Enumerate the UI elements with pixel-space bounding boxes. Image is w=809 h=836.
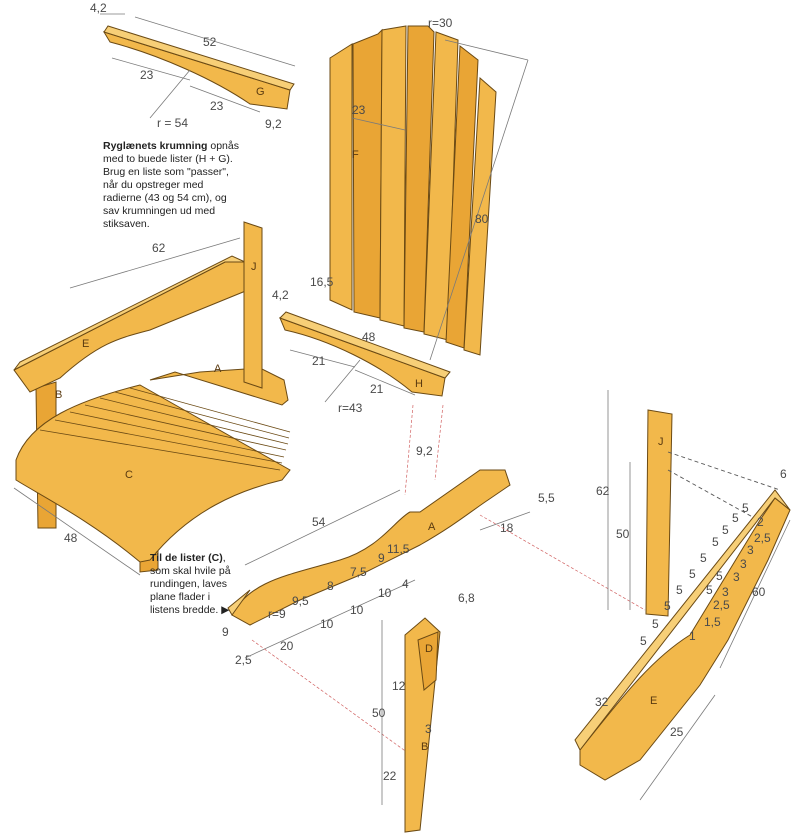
assembled-chair: 62 A E B J C 48 bbox=[13, 221, 291, 576]
dim-h-gap: 9,2 bbox=[416, 444, 433, 458]
dim-a-base: 2,5 bbox=[235, 653, 252, 667]
part-h: H 4,2 48 21 21 r=43 9,2 bbox=[272, 288, 451, 496]
label-a-detail: A bbox=[428, 521, 436, 533]
dim-chair-e: 62 bbox=[152, 241, 166, 255]
caption-back-curve: Ryglænets krumning opnås med to buede li… bbox=[103, 140, 243, 231]
label-h: H bbox=[415, 378, 423, 390]
dim-j-50: 50 bbox=[616, 527, 630, 541]
caption-seat-text: , som skal hvile på rundingen, laves pla… bbox=[150, 552, 231, 616]
dim-e-tick-12: 5 bbox=[706, 583, 713, 597]
dim-e-tick-8: 5 bbox=[722, 523, 729, 537]
dim-g-width: 9,2 bbox=[265, 117, 282, 131]
part-b: D B 6,8 50 12 3 22 bbox=[372, 591, 475, 833]
label-f: F bbox=[352, 149, 359, 161]
dim-e-tick-9: 5 bbox=[732, 511, 739, 525]
dim-e-tick-3: 5 bbox=[664, 599, 671, 613]
dim-e-tick-4: 5 bbox=[676, 583, 683, 597]
dim-e-off-3: 3 bbox=[747, 543, 754, 557]
dim-g-top: 4,2 bbox=[90, 1, 107, 15]
label-e-detail: E bbox=[650, 695, 657, 707]
dim-h-radius: r=43 bbox=[338, 401, 363, 415]
dim-e-off-8: 1,5 bbox=[704, 615, 721, 629]
dim-h-top: 4,2 bbox=[272, 288, 289, 302]
dim-a-d4: 9 bbox=[378, 551, 385, 565]
caption-seat-bold: Til de lister (C) bbox=[150, 552, 223, 564]
dim-a-length: 54 bbox=[312, 515, 326, 529]
label-b-detail: B bbox=[421, 741, 428, 753]
dim-b-50: 50 bbox=[372, 706, 386, 720]
dim-e-off-5: 3 bbox=[733, 570, 740, 584]
dim-b-top: 6,8 bbox=[458, 591, 475, 605]
dim-e-off-4: 3 bbox=[740, 557, 747, 571]
part-a: A 54 9,5 8 7,5 9 11,5 r=9 9 2,5 20 10 10… bbox=[222, 469, 646, 759]
label-j: J bbox=[251, 261, 257, 273]
part-j: J 62 50 bbox=[596, 390, 781, 617]
caption-seat-slats: Til de lister (C), som skal hvile på run… bbox=[150, 552, 234, 617]
dim-e-60: 60 bbox=[752, 585, 766, 599]
dim-a-radius: r=9 bbox=[268, 607, 286, 621]
label-j-detail: J bbox=[658, 436, 664, 448]
dim-f-height: 80 bbox=[475, 212, 489, 226]
dim-a-s4: 10 bbox=[378, 586, 392, 600]
dim-a-s3: 10 bbox=[350, 603, 364, 617]
dim-j-62: 62 bbox=[596, 484, 610, 498]
dim-g-radius: r = 54 bbox=[157, 116, 188, 130]
label-d: D bbox=[425, 643, 433, 655]
dim-e-6: 6 bbox=[780, 467, 787, 481]
label-a: A bbox=[214, 363, 222, 375]
dim-a-height: 9 bbox=[222, 625, 229, 639]
label-e: E bbox=[82, 338, 89, 350]
dim-h-right: 21 bbox=[370, 382, 384, 396]
dim-e-tick-6: 5 bbox=[700, 551, 707, 565]
dim-a-d1: 9,5 bbox=[292, 594, 309, 608]
part-e: E 6 60 32 25 5 5 5 5 5 5 5 5 5 5 5 5 2 2… bbox=[574, 467, 791, 801]
dim-a-d3: 7,5 bbox=[350, 565, 367, 579]
caption-back-bold: Ryglænets krumning bbox=[103, 140, 208, 152]
dim-f-width: 23 bbox=[352, 103, 366, 117]
dim-g-left: 23 bbox=[140, 68, 154, 82]
dim-e-off-7: 2,5 bbox=[713, 598, 730, 612]
part-g: G 4,2 52 23 23 r = 54 9,2 bbox=[90, 1, 296, 131]
dim-b-12: 12 bbox=[392, 679, 406, 693]
dim-a-d2: 8 bbox=[327, 579, 334, 593]
dim-e-off-2: 2,5 bbox=[754, 531, 771, 545]
dim-e-off-1: 2 bbox=[757, 515, 764, 529]
dim-e-off-6: 3 bbox=[722, 585, 729, 599]
dim-e-tick-1: 5 bbox=[640, 634, 647, 648]
dim-e-tick-11: 5 bbox=[716, 569, 723, 583]
dim-b-3: 3 bbox=[425, 722, 432, 736]
label-g: G bbox=[256, 86, 265, 98]
dim-a-18: 18 bbox=[500, 521, 514, 535]
dim-e-tick-7: 5 bbox=[712, 535, 719, 549]
dim-b-22: 22 bbox=[383, 769, 397, 783]
dim-e-32: 32 bbox=[595, 695, 609, 709]
dim-g-length: 52 bbox=[203, 35, 217, 49]
dim-g-right: 23 bbox=[210, 99, 224, 113]
dim-e-off-9: 1 bbox=[689, 629, 696, 643]
dim-a-s2: 10 bbox=[320, 617, 334, 631]
dim-e-tick-5: 5 bbox=[689, 567, 696, 581]
caption-back-text: opnås med to buede lister (H + G). Brug … bbox=[103, 140, 239, 230]
dim-a-d5: 11,5 bbox=[387, 542, 410, 556]
dim-a-end: 5,5 bbox=[538, 491, 555, 505]
label-b: B bbox=[55, 389, 62, 401]
dim-chair-c: 48 bbox=[64, 531, 78, 545]
dim-f-slat: 16,5 bbox=[310, 275, 334, 289]
dim-h-left: 21 bbox=[312, 354, 326, 368]
label-c: C bbox=[125, 469, 133, 481]
dim-a-s5: 4 bbox=[402, 577, 409, 591]
dim-e-25: 25 bbox=[670, 725, 684, 739]
dim-f-radius: r=30 bbox=[428, 16, 453, 30]
dim-e-tick-10: 5 bbox=[742, 501, 749, 515]
dim-e-tick-2: 5 bbox=[652, 617, 659, 631]
dim-a-s1: 20 bbox=[280, 639, 294, 653]
dim-h-length: 48 bbox=[362, 330, 376, 344]
back-slats-f: 23 r=30 80 16,5 F bbox=[310, 16, 529, 361]
